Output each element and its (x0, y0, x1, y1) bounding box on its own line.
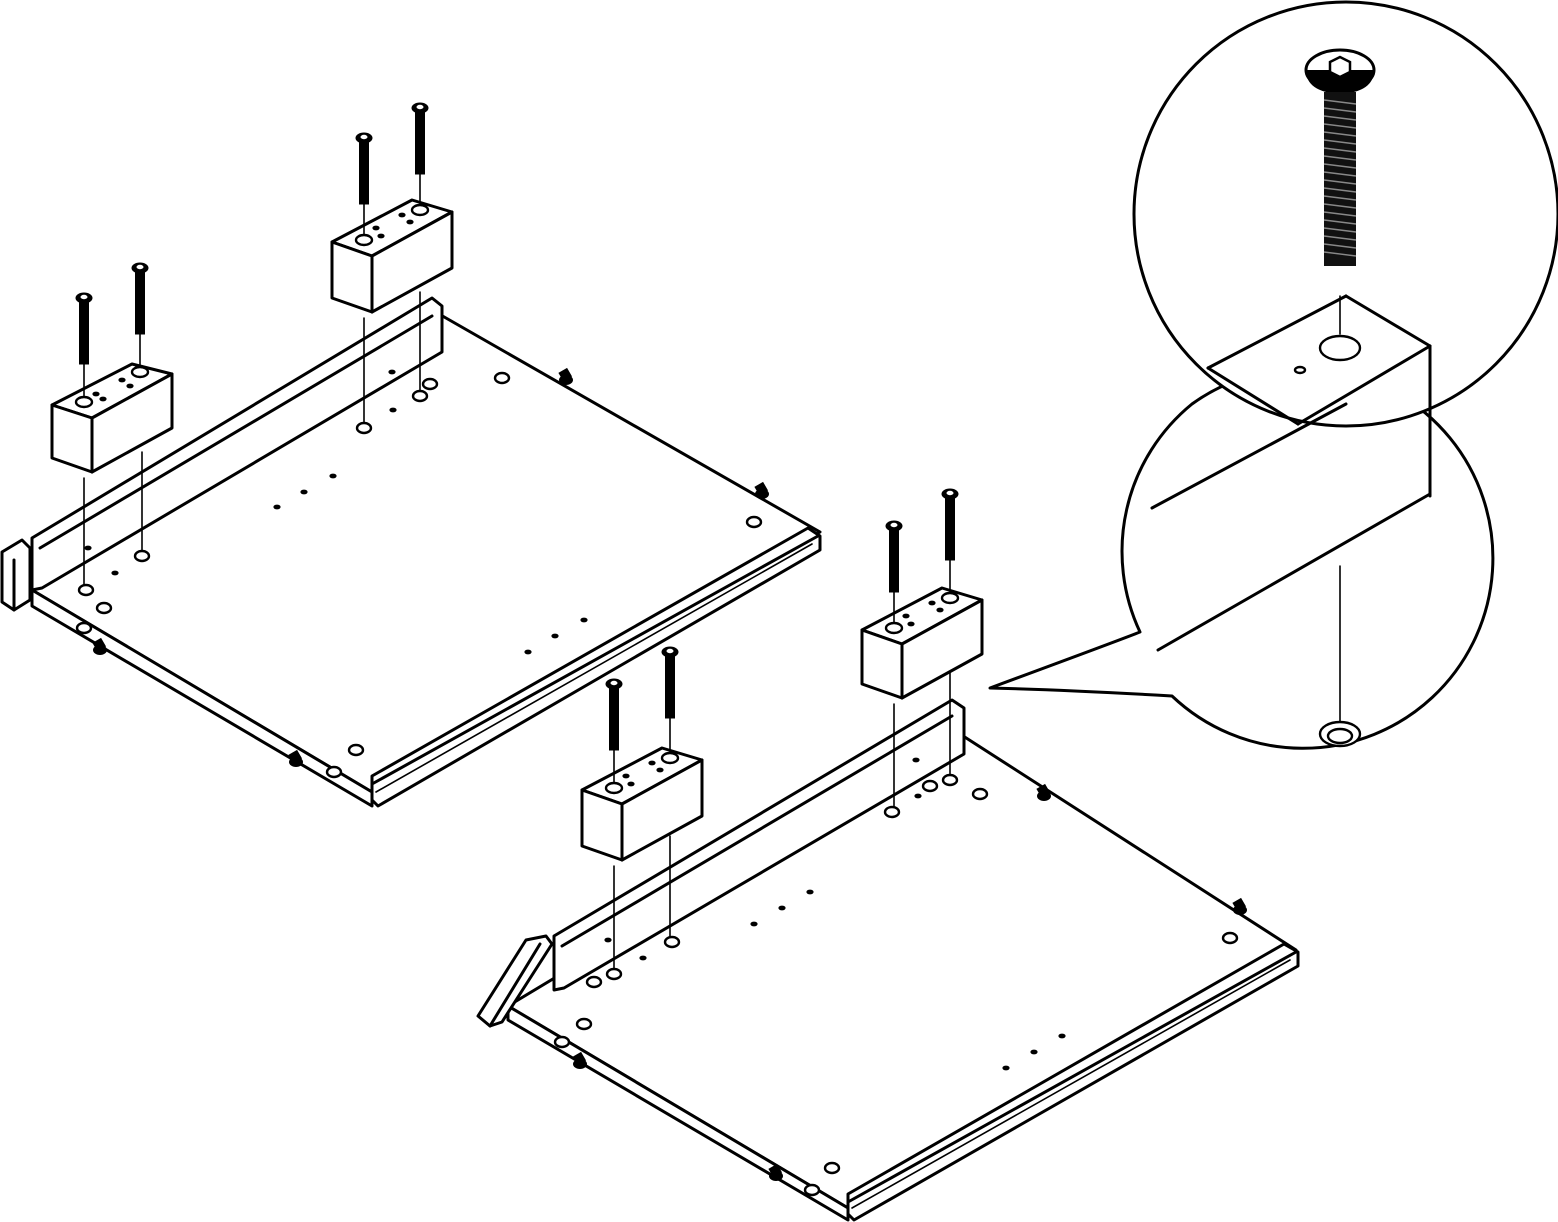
detail-callout (988, 0, 1558, 750)
hex-socket-screw-icon (355, 132, 373, 205)
hex-socket-screw-icon (885, 520, 903, 593)
hex-socket-screw-icon (131, 262, 149, 335)
spacer-block (580, 746, 704, 862)
hex-socket-screw-icon (411, 102, 429, 175)
lower-right-shelf-assembly (476, 488, 1300, 1222)
hex-socket-screw-icon (941, 488, 959, 561)
callout-lower-bubble (988, 366, 1495, 750)
upper-left-shelf-assembly (0, 102, 822, 808)
spacer-block (860, 586, 984, 700)
shelf-back-rail (552, 698, 966, 992)
spacer-block (330, 198, 454, 314)
hex-socket-screw-icon (661, 646, 679, 719)
hex-socket-screw-icon (75, 292, 93, 365)
shelf-end-cap (0, 538, 32, 612)
spacer-block (50, 362, 174, 474)
hex-socket-screw-icon (605, 678, 623, 751)
hex-socket-screw-icon (1304, 48, 1376, 266)
shelf-front-edge (30, 588, 374, 808)
